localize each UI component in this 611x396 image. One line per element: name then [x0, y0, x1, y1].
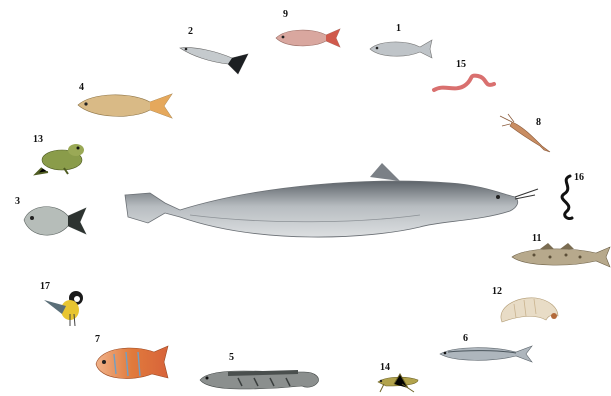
snakehead-fish-image — [198, 364, 320, 394]
label-3: 3 — [15, 197, 20, 207]
label-15: 15 — [456, 60, 466, 70]
shrimp-image — [498, 112, 554, 156]
label-5: 5 — [229, 353, 234, 363]
central-catfish-image — [120, 155, 540, 255]
pomfret-fish-image — [22, 200, 88, 242]
silver-fish-black-tail-image — [178, 42, 250, 74]
bird-image — [42, 290, 88, 328]
small-silver-fish-image — [368, 38, 434, 60]
dwarf-gourami-image — [92, 342, 170, 384]
silver-sardine-image — [438, 344, 534, 364]
label-9: 9 — [283, 10, 288, 20]
grub-larva-image — [496, 294, 562, 326]
golden-fish-image — [76, 90, 174, 122]
snake-image — [556, 172, 582, 222]
label-2: 2 — [188, 27, 193, 37]
reddish-fish-image — [274, 26, 342, 50]
label-1: 1 — [396, 24, 401, 34]
grasshopper-image — [374, 368, 422, 394]
spotted-fish-image — [510, 243, 611, 269]
frog-image — [34, 140, 86, 176]
label-6: 6 — [463, 334, 468, 344]
earthworm-image — [430, 70, 500, 96]
